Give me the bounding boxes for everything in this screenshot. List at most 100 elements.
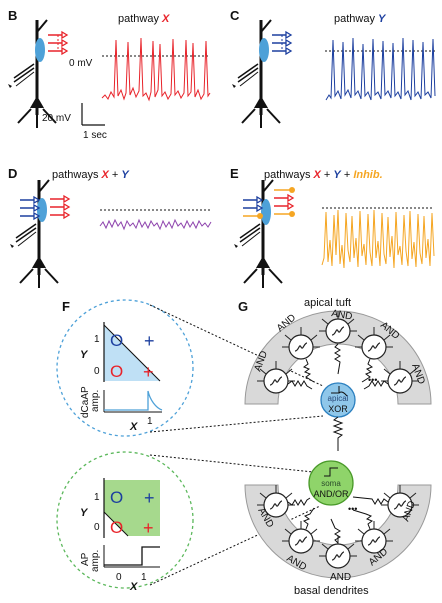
andor-plus-bottom: + [143,518,154,538]
synapse-d-y2 [19,204,40,212]
panel-title-c: pathway Y [334,13,387,25]
spring-a1 [287,380,313,390]
connector-andor-2 [149,505,321,586]
xor-o-top: O [110,331,123,350]
xor-y-label: Y [80,349,89,361]
ap-x-tick-0: 0 [116,572,122,583]
xor-plus-top: + [144,331,155,351]
panel-label-c: C [230,8,240,23]
andor-boundary [103,511,129,537]
andor-o-top: O [110,488,123,507]
xor-plus-bottom: + [143,362,154,382]
scale-t-label: 1 sec [83,130,107,141]
dcaap-curve [104,390,163,411]
panel-g: G apical tuft AND AND AND AND AND ••• ap… [238,297,432,597]
spring-a5 [363,380,389,390]
apical-node-label: apical [328,394,349,403]
spring-a2 [302,358,315,383]
synapse-d-x2 [49,203,70,211]
connector-xor-2 [149,415,324,433]
panel-title-b: pathway X [118,13,170,25]
zero-mv-label: 0 mV [69,58,93,69]
spring-b1 [287,497,311,506]
panel-title-e: pathways X + Y + Inhib. [264,169,383,181]
apical-dots: ••• [368,375,377,385]
neuron-c [230,18,282,130]
panel-label-d: D [8,166,17,181]
basal-dots: ••• [348,504,357,514]
spring-a3 [334,343,341,375]
xor-o-bottom: O [110,362,123,381]
recording-site-b [35,38,45,62]
panel-label-b: B [8,8,17,23]
apical-xor-icon [331,386,348,397]
andor-region [104,480,160,536]
trace-inhib [321,209,435,269]
synapse-e-y1 [242,196,263,204]
spring-b5 [352,496,389,505]
ap-step [104,546,160,566]
spring-a4 [361,358,374,383]
synapse-d-x1 [49,195,70,203]
synapse-d-y1 [19,196,40,204]
spring-b3 [330,518,341,544]
panel-c: C pathway Y [230,8,436,130]
panel-label-f: F [62,299,70,314]
xor-boundary [103,324,161,382]
synapse-e-inh3-dot [289,211,295,217]
basal-dendrites-label: basal dendrites [294,585,369,597]
neuron-b [6,18,58,130]
trace-x [101,37,211,102]
ap-label: AP [80,552,91,566]
spring-b2 [302,507,315,530]
trace-y [325,37,436,101]
soma-andor-label: AND/OR [313,489,349,499]
xor-tick-0: 0 [94,366,100,377]
apical-tuft-label: apical tuft [304,297,351,309]
soma-node-label: soma [321,479,341,488]
soma-andor-node [308,460,354,506]
synapse-e-inh2-dot [289,187,295,193]
scale-v-label: 20 mV [42,113,71,124]
dcaap-x-tick-1: 1 [147,416,153,427]
neuron-e [232,178,284,290]
spring-apical-soma [332,416,344,451]
xor-x-label: X [129,421,138,433]
synapse-e-inh1-dot [257,213,263,219]
panel-e: E pathways X + Y + Inhib. [230,166,435,290]
synapse-d-x3 [49,211,70,219]
recording-site-c [259,38,269,62]
panel-label-e: E [230,166,239,181]
andor-y-label: Y [80,507,89,519]
recording-site-e [261,199,271,225]
andor-tick-1: 1 [94,492,100,503]
synapse-e-x1 [273,194,294,202]
dcaap-label-amp: amp. [90,390,101,412]
dcaap-label: dCaAP [80,386,91,418]
synapse-e-x2 [273,202,294,210]
andor-x-label: X [129,581,138,593]
apical-xor-label: XOR [328,404,348,414]
soma-step-icon [324,467,338,477]
andor-tick-0: 0 [94,522,100,533]
and-label-b3: AND [330,572,351,583]
spring-b4 [352,509,374,530]
ap-label-amp: amp. [90,550,101,572]
panel-b: B pathway X 0 mV 20 mV 1 sec [6,8,211,141]
andor-o-bottom: O [110,518,123,537]
andor-plus-top: + [144,488,155,508]
panel-f: F 1 0 Y O + O + 1 X dCaAP amp. 1 0 Y O +… [56,299,324,593]
synapse-d-y3 [19,212,40,220]
panel-title-d: pathways X + Y [52,169,130,181]
trace-xy [99,218,212,231]
panel-label-g: G [238,299,248,314]
ap-x-tick-1: 1 [141,572,147,583]
panel-d: D pathways X + Y [8,166,212,290]
connector-andor-1 [149,454,314,473]
xor-tick-1: 1 [94,334,100,345]
neuron-d [8,178,60,290]
synapse-e-y2 [242,204,263,212]
and-label-a3: AND [330,308,353,323]
recording-site-d [37,198,47,222]
